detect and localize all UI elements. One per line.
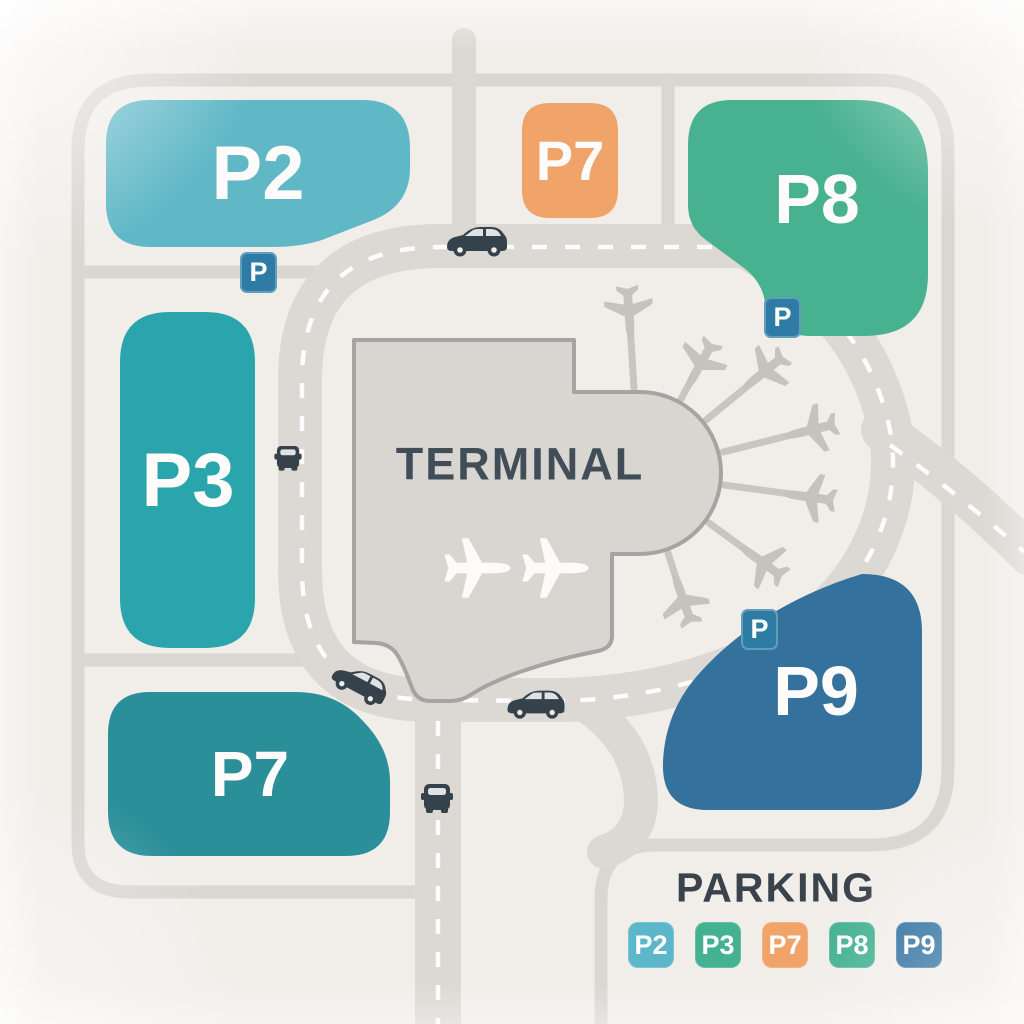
legend-chip-p2[interactable]: P2 — [628, 922, 674, 968]
parking-area-label-p2: P2 — [211, 131, 305, 216]
parking-sign: P — [741, 609, 778, 650]
parking-area-label-p3: P3 — [141, 438, 235, 523]
parking-area-label-p8: P8 — [774, 160, 860, 238]
parking-area-label-p9: P9 — [773, 652, 859, 730]
car-icon — [421, 784, 453, 813]
car-icon — [274, 445, 302, 471]
parking-sign: P — [240, 252, 277, 293]
parking-sign: P — [764, 297, 801, 338]
legend-chip-p7[interactable]: P7 — [762, 922, 808, 968]
legend-chip-p3[interactable]: P3 — [695, 922, 741, 968]
parking-area-label-p7-south: P7 — [210, 738, 290, 810]
terminal-building — [352, 338, 723, 703]
terminal-label: TERMINAL — [395, 438, 645, 490]
parking-area-label-p7-north: P7 — [535, 129, 605, 192]
legend-title: PARKING — [675, 864, 877, 911]
legend-chip-p9[interactable]: P9 — [896, 922, 942, 968]
legend-chip-p8[interactable]: P8 — [829, 922, 875, 968]
legend: P2 P3 P7 P8 P9 — [628, 922, 942, 968]
